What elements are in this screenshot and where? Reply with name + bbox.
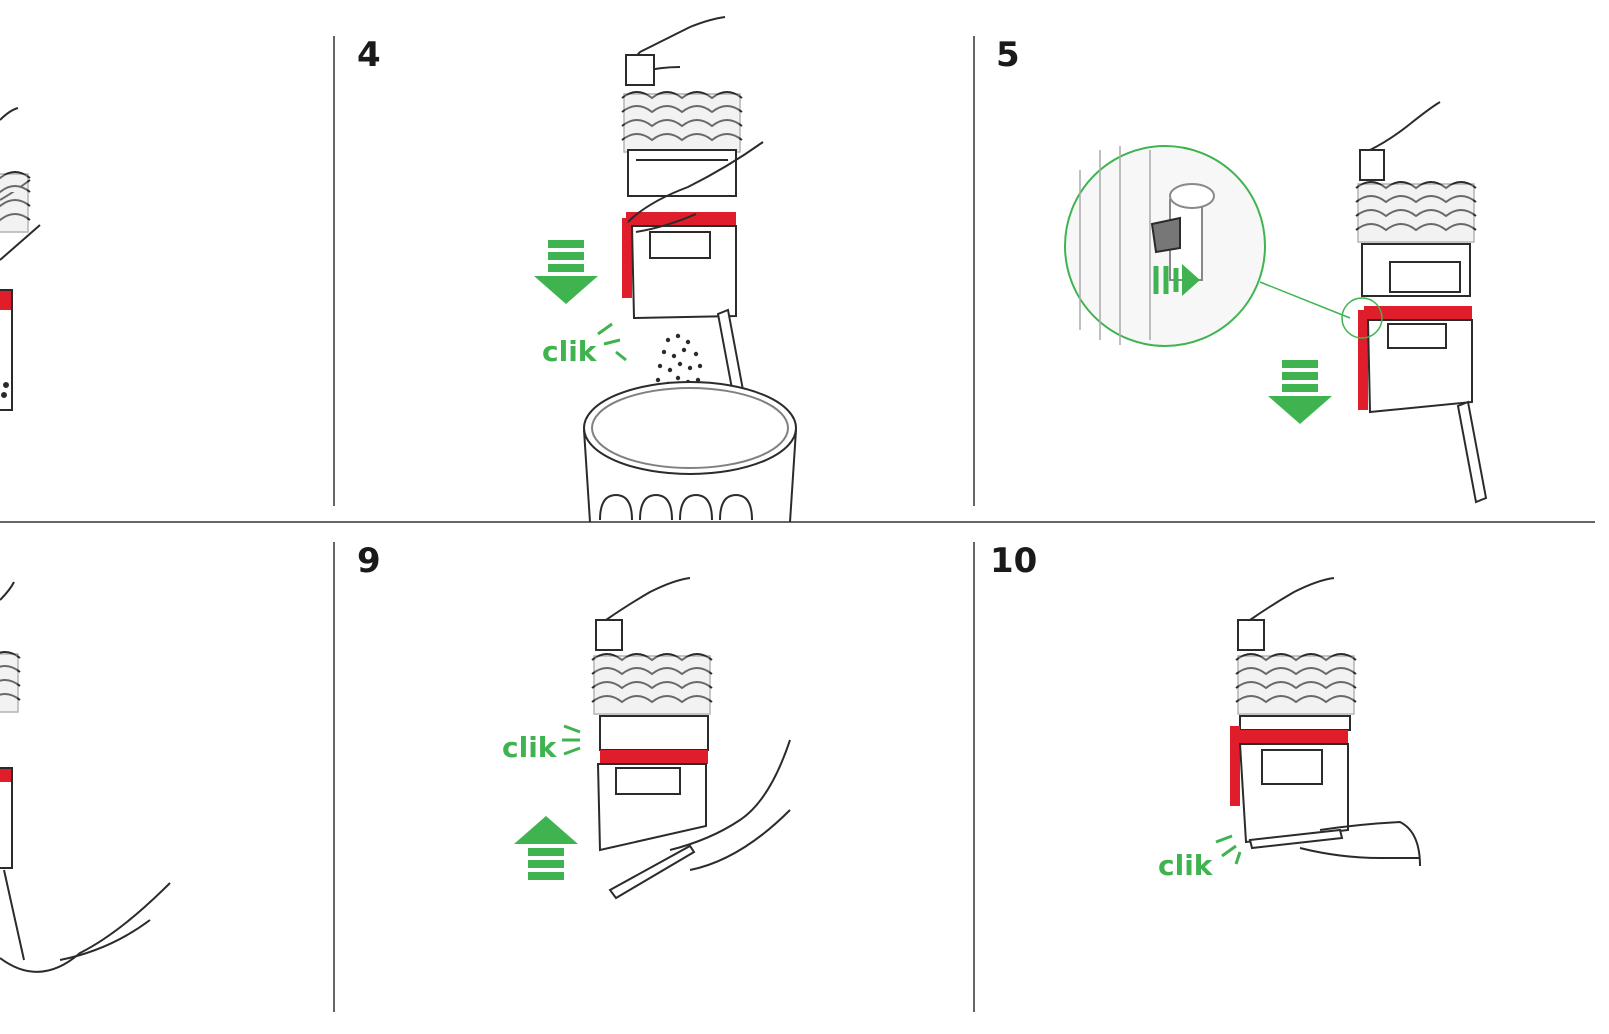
step-10-clik-label: clik [1158,849,1213,882]
step-10-illustration [1215,577,1421,867]
step-9-arrow-up [514,816,578,880]
step-10-number: 10 [990,541,1038,581]
step-5-illustration [1064,101,1488,504]
step-5-number: 5 [996,35,1020,75]
partial-illustration-bottom-left [0,581,171,973]
partial-illustration-top-left [0,107,41,411]
step-9-clik-label: clik [502,731,557,764]
step-4-arrow-down [534,240,598,304]
step-4-clik-label: clik [542,335,597,368]
step-9-illustration [562,577,791,900]
step-9-number: 9 [357,541,381,581]
step-5-arrow-down [1268,360,1332,424]
step-4-illustration [583,16,797,523]
step-4-number: 4 [357,35,381,75]
